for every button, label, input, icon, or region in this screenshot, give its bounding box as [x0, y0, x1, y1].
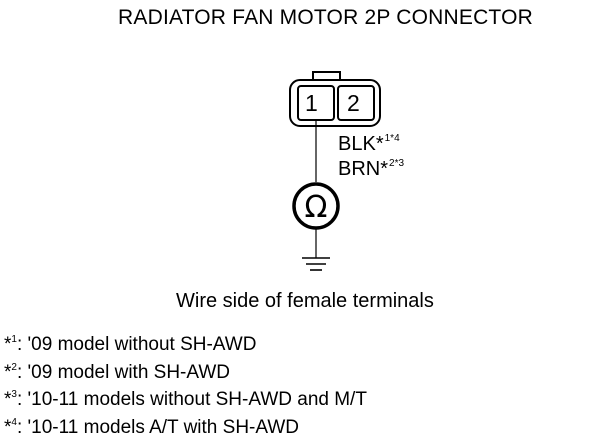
pin-2-label: 2 — [347, 92, 360, 115]
wire-color-blk: BLK*1*4 — [338, 134, 400, 154]
footnote-text: : '09 model with SH-AWD — [17, 362, 230, 383]
pin-1-label: 1 — [305, 92, 318, 115]
footnote-item: *4: '10-11 models A/T with SH-AWD — [4, 412, 367, 439]
ground-icon — [302, 258, 330, 270]
footnote-text: : '10-11 models A/T with SH-AWD — [17, 417, 299, 438]
footnote-list: *1: '09 model without SH-AWD *2: '09 mod… — [4, 329, 367, 439]
wire-marker: * — [380, 158, 388, 180]
wire-color-name: BLK — [338, 133, 376, 155]
connector-latch — [313, 72, 340, 80]
footnote-item: *1: '09 model without SH-AWD — [4, 329, 367, 357]
terminal-side-caption: Wire side of female terminals — [176, 290, 434, 313]
footnote-text: : '10-11 models without SH-AWD and M/T — [17, 389, 367, 410]
wire-footnote-refs: 2*3 — [389, 158, 404, 169]
wire-color-brn: BRN*2*3 — [338, 159, 404, 179]
ohm-symbol: Ω — [305, 190, 328, 225]
footnote-item: *2: '09 model with SH-AWD — [4, 357, 367, 385]
wire-marker: * — [376, 133, 384, 155]
footnote-text: : '09 model without SH-AWD — [17, 334, 256, 355]
footnote-item: *3: '10-11 models without SH-AWD and M/T — [4, 384, 367, 412]
wire-footnote-refs: 1*4 — [385, 133, 400, 144]
wire-color-name: BRN — [338, 158, 380, 180]
